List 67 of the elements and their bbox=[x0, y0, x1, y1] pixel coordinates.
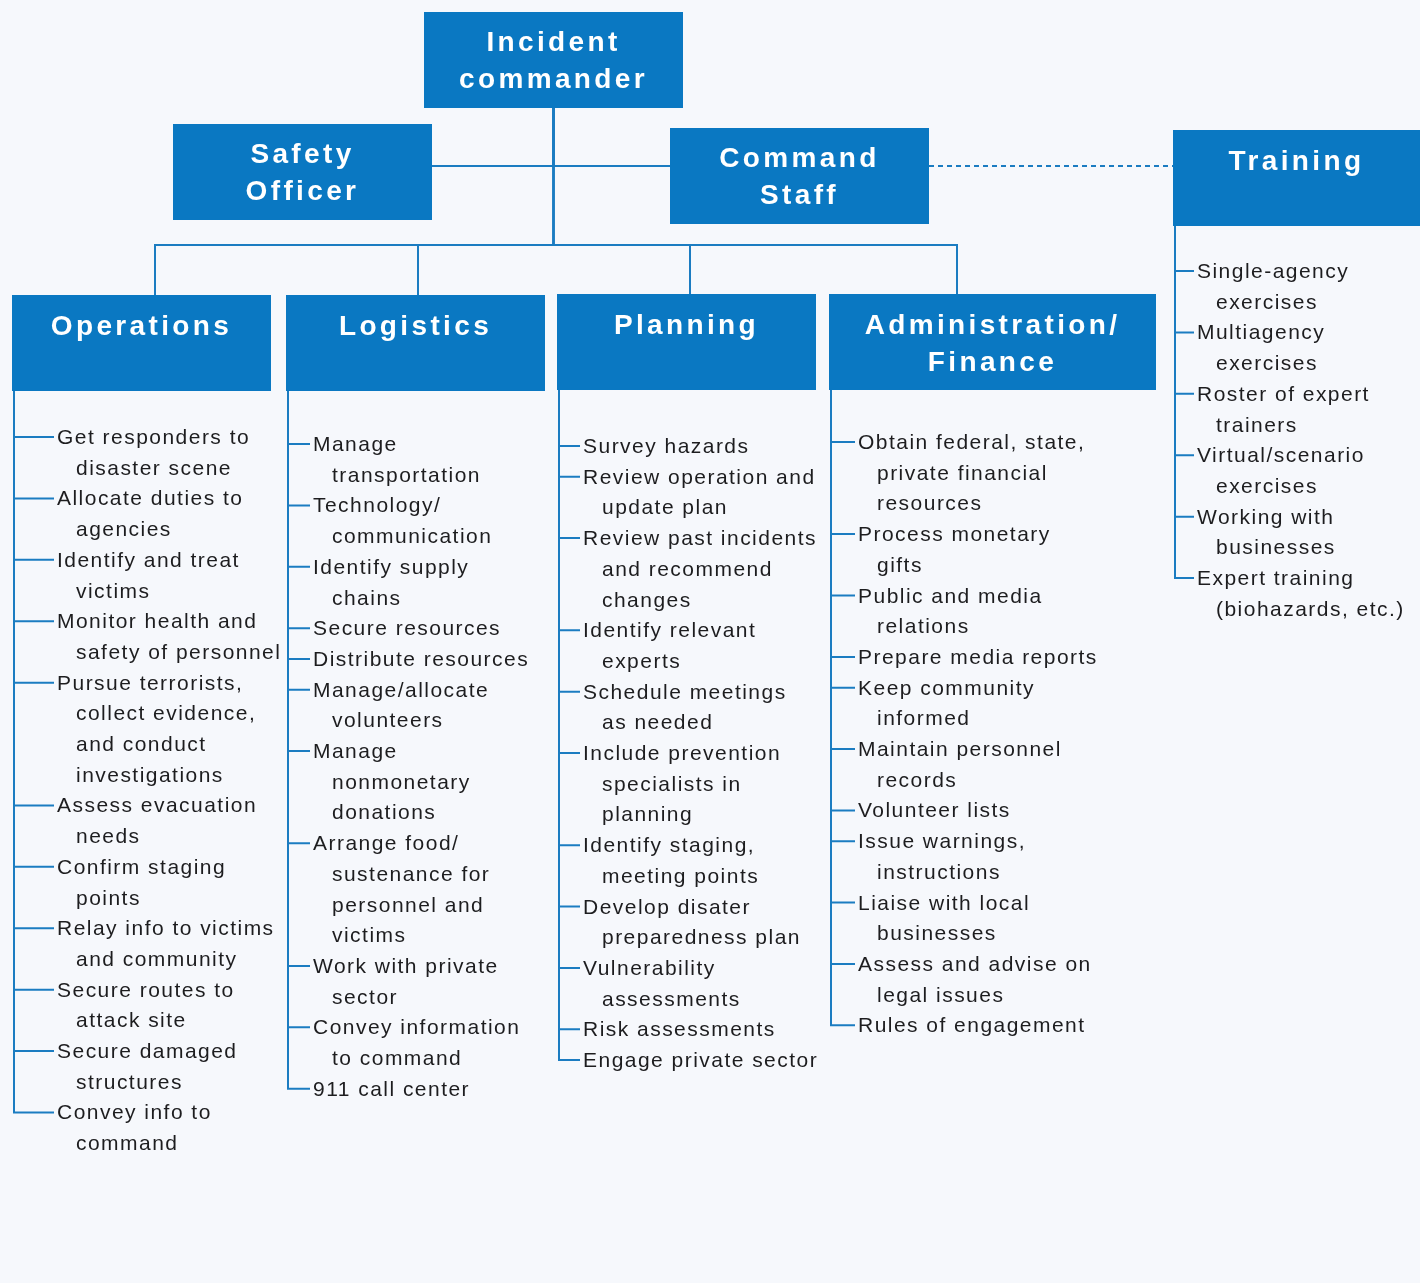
list-item: Arrange food/ sustenance for personnel and victims bbox=[313, 828, 541, 951]
list-item: Identify relevant experts bbox=[583, 615, 819, 677]
header-box bbox=[424, 12, 683, 108]
header-title: Safety Officer bbox=[244, 137, 361, 208]
list-item: Secure routes to attack site bbox=[57, 974, 285, 1037]
header-title: Command Staff bbox=[718, 141, 881, 212]
list-item: Secure resources bbox=[313, 613, 541, 644]
header-title: Planning bbox=[613, 308, 760, 342]
list-item: Convey info to command bbox=[57, 1097, 285, 1159]
list-item: Single-agency exercises bbox=[1197, 256, 1415, 318]
list-item: Keep community informed bbox=[858, 672, 1098, 735]
list-item: Pursue terrorists, collect evidence, and conduct investigations bbox=[57, 667, 285, 791]
list-item: Multiagency exercises bbox=[1197, 317, 1415, 379]
list-item: Schedule meetings as needed bbox=[583, 676, 819, 739]
list-item: Review operation and update plan bbox=[583, 461, 819, 524]
list-item: 911 call center bbox=[313, 1073, 541, 1105]
list-item: Manage/allocate volunteers bbox=[313, 674, 541, 737]
list-item: Issue warnings, instructions bbox=[858, 826, 1098, 888]
list-item: Develop disater preparedness plan bbox=[583, 891, 819, 953]
list-item: Distribute resources bbox=[313, 643, 541, 675]
list-item: Public and media relations bbox=[858, 580, 1098, 642]
list-item: Assess and advise on legal issues bbox=[858, 948, 1098, 1011]
header-box bbox=[829, 294, 1156, 390]
list-item: Secure damaged structures bbox=[57, 1036, 285, 1098]
list-item: Confirm staging points bbox=[57, 851, 285, 914]
list-item: Include prevention specialists in planning bbox=[583, 738, 819, 831]
header-box bbox=[1173, 130, 1420, 226]
list-item: Expert training (biohazards, etc.) bbox=[1197, 563, 1415, 625]
list-item: Maintain personnel records bbox=[858, 734, 1098, 796]
list-item: Roster of expert trainers bbox=[1197, 378, 1415, 441]
list-item: Monitor health and safety of personnel bbox=[57, 606, 285, 668]
header-box bbox=[286, 295, 545, 391]
header-box bbox=[12, 295, 271, 391]
list-item: Rules of engagement bbox=[858, 1010, 1098, 1042]
header-title: Operations bbox=[50, 309, 233, 343]
list-item: Survey hazards bbox=[583, 431, 819, 462]
list-item: Liaise with local businesses bbox=[858, 887, 1098, 949]
header-box bbox=[557, 294, 816, 390]
header-title: Training bbox=[1228, 144, 1365, 178]
list-item: Review past incidents and recommend changes bbox=[583, 523, 819, 616]
list-item: Manage transportation bbox=[313, 429, 541, 491]
header-box bbox=[670, 128, 929, 224]
list-item: Assess evacuation needs bbox=[57, 790, 285, 852]
list-item: Obtain federal, state, private financial resources bbox=[858, 427, 1098, 520]
list-item: Identify staging, meeting points bbox=[583, 830, 819, 892]
header-title: Administration/ Finance bbox=[863, 308, 1122, 379]
list-item: Technology/ communication bbox=[313, 490, 541, 552]
list-item: Work with private sector bbox=[313, 950, 541, 1013]
list-item: Get responders to disaster scene bbox=[57, 422, 285, 484]
list-item: Vulnerability assessments bbox=[583, 952, 819, 1015]
header-title: Incident commander bbox=[458, 25, 649, 96]
connector-line bbox=[1174, 225, 1195, 580]
header-title: Logistics bbox=[338, 309, 493, 343]
list-item: Virtual/scenario exercises bbox=[1197, 440, 1415, 502]
list-item: Identify supply chains bbox=[313, 551, 541, 614]
list-item: Relay info to victims and community bbox=[57, 913, 285, 975]
list-item: Manage nonmonetary donations bbox=[313, 736, 541, 829]
list-item: Convey information to command bbox=[313, 1012, 541, 1074]
list-item: Engage private sector bbox=[583, 1045, 819, 1076]
list-item: Identify and treat victims bbox=[57, 544, 285, 607]
header-box bbox=[173, 124, 432, 220]
list-item: Working with businesses bbox=[1197, 501, 1415, 564]
list-item: Volunteer lists bbox=[858, 795, 1098, 827]
list-item: Risk assessments bbox=[583, 1014, 819, 1046]
list-item: Prepare media reports bbox=[858, 641, 1098, 673]
list-item: Allocate duties to agencies bbox=[57, 483, 285, 545]
list-item: Process monetary gifts bbox=[858, 519, 1098, 581]
